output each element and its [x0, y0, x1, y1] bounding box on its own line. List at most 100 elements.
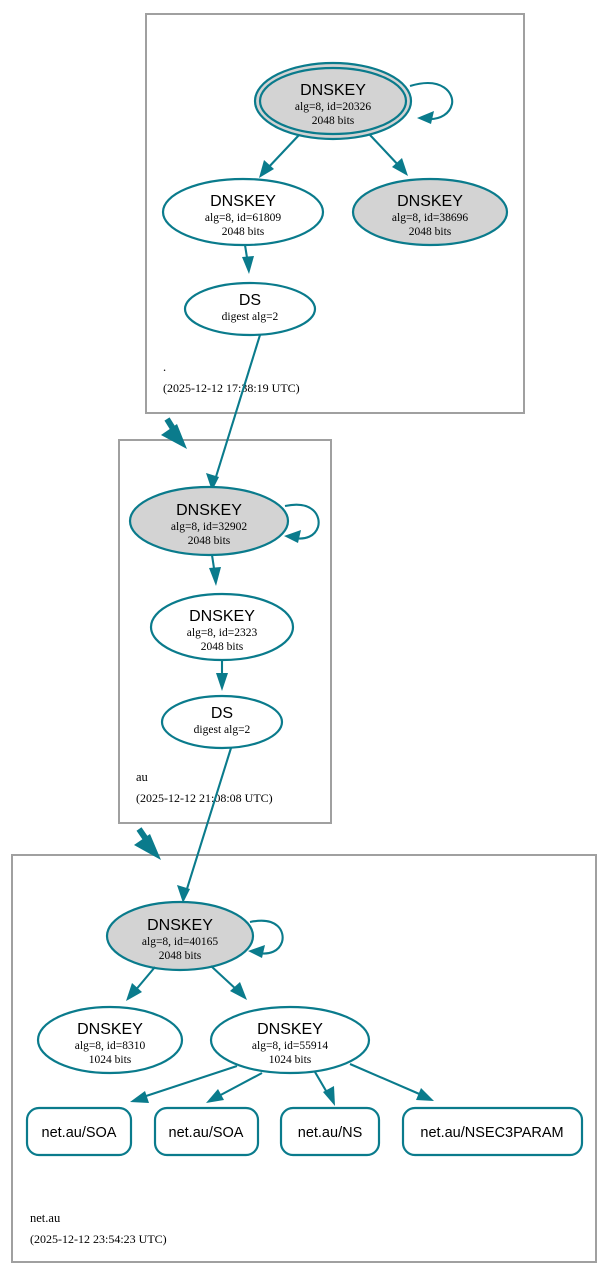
node-detail-1: alg=8, id=40165 — [142, 936, 218, 948]
node-detail-2: 2048 bits — [201, 641, 244, 653]
zone-label-netau: net.au — [30, 1211, 61, 1225]
node-shape — [161, 177, 325, 247]
node-detail-1: alg=8, id=61809 — [205, 212, 281, 224]
zone-box-au: au (2025-12-12 21:08:08 UTC) — [118, 439, 332, 824]
node-title: DNSKEY — [77, 1021, 143, 1038]
arrowhead-icon — [126, 983, 142, 1001]
node-detail-2: 2048 bits — [188, 535, 231, 547]
node-detail-2: 2048 bits — [409, 226, 452, 238]
arrowhead-icon — [259, 160, 274, 178]
node-title: DNSKEY — [210, 193, 276, 210]
edge-root-61809-to-ds — [242, 244, 254, 274]
zone-timestamp-root: (2025-12-12 17:38:19 UTC) — [163, 381, 300, 395]
delegation-arrow-au-to-netau — [134, 827, 161, 860]
edge-au-ds-to-netau-ksk — [177, 747, 233, 903]
arrowhead-icon — [206, 473, 219, 491]
rrset-node-soa-1[interactable]: net.au/SOA — [25, 1106, 133, 1157]
edge-55914-to-nsec3param — [349, 1063, 434, 1101]
arrowhead-icon — [416, 1088, 434, 1101]
node-dnskey-38696[interactable]: DNSKEY alg=8, id=38696 2048 bits — [351, 177, 509, 247]
node-detail-2: 1024 bits — [269, 1054, 312, 1066]
node-detail-1: alg=8, id=32902 — [171, 521, 247, 533]
node-detail-1: alg=8, id=20326 — [295, 101, 371, 113]
node-detail-1: digest alg=2 — [194, 724, 251, 736]
node-shape — [128, 485, 290, 557]
node-detail-2: 2048 bits — [312, 115, 355, 127]
arrowhead-icon — [130, 1091, 149, 1103]
node-detail-1: alg=8, id=8310 — [75, 1040, 146, 1052]
arrowhead-icon — [161, 424, 187, 449]
node-dnskey-2323[interactable]: DNSKEY alg=8, id=2323 2048 bits — [149, 592, 295, 662]
node-title: DNSKEY — [147, 917, 213, 934]
rrset-shape — [401, 1106, 584, 1157]
node-title: DNSKEY — [257, 1021, 323, 1038]
arrowhead-icon — [417, 111, 434, 124]
edge-au-ksk-self-sign — [284, 503, 320, 543]
rrset-node-soa-2[interactable]: net.au/SOA — [153, 1106, 260, 1157]
edge-root-ksk-self-sign — [409, 82, 454, 124]
edge-au-2323-to-ds — [216, 660, 228, 691]
arrowhead-icon — [248, 945, 265, 958]
node-shape — [36, 1005, 184, 1075]
node-dnskey-55914[interactable]: DNSKEY alg=8, id=55914 1024 bits — [209, 1005, 371, 1075]
node-dnskey-40165[interactable]: DNSKEY alg=8, id=40165 2048 bits — [105, 900, 255, 972]
node-detail-2: 1024 bits — [89, 1054, 132, 1066]
rrset-shape — [25, 1106, 133, 1157]
node-shape — [209, 1005, 371, 1075]
edge-55914-to-soa-2 — [206, 1072, 263, 1103]
node-dnskey-32902[interactable]: DNSKEY alg=8, id=32902 2048 bits — [128, 485, 290, 557]
zone-box-netau: net.au (2025-12-12 23:54:23 UTC) — [11, 854, 597, 1263]
arrowhead-icon — [216, 673, 228, 691]
edge-root-ksk-to-38696 — [369, 134, 408, 176]
node-detail-1: alg=8, id=2323 — [187, 627, 258, 639]
arrowhead-icon — [206, 1089, 224, 1103]
zone-label-au: au — [136, 770, 149, 784]
edge-netau-ksk-to-8310 — [126, 966, 156, 1001]
zone-label-root: . — [163, 360, 166, 374]
node-dnskey-8310[interactable]: DNSKEY alg=8, id=8310 1024 bits — [36, 1005, 184, 1075]
arrowhead-icon — [230, 982, 247, 1000]
rrset-shape — [279, 1106, 381, 1157]
arrowhead-icon — [134, 834, 161, 860]
arrowhead-icon — [177, 885, 190, 903]
zone-border-netau — [11, 854, 597, 1263]
zone-border-root — [145, 13, 525, 414]
node-detail-2: 2048 bits — [159, 950, 202, 962]
zone-timestamp-netau: (2025-12-12 23:54:23 UTC) — [30, 1232, 167, 1246]
rrset-shape — [153, 1106, 260, 1157]
rrset-node-nsec3param[interactable]: net.au/NSEC3PARAM — [401, 1106, 584, 1157]
arrowhead-icon — [209, 567, 221, 586]
node-detail-1: alg=8, id=38696 — [392, 212, 468, 224]
zone-border-au — [118, 439, 332, 824]
node-dnskey-20326[interactable]: DNSKEY alg=8, id=20326 2048 bits — [253, 61, 413, 141]
node-title: DNSKEY — [397, 193, 463, 210]
rrset-label: net.au/SOA — [169, 1125, 244, 1141]
rrset-node-ns[interactable]: net.au/NS — [279, 1106, 381, 1157]
node-title: DNSKEY — [176, 502, 242, 519]
node-ds-au[interactable]: DS digest alg=2 — [160, 694, 284, 750]
node-shape — [183, 281, 317, 337]
node-title: DS — [239, 292, 261, 309]
node-inner-ring — [258, 66, 408, 136]
node-title: DNSKEY — [300, 82, 366, 99]
edge-au-ksk-to-2323 — [209, 554, 221, 586]
node-dnskey-61809[interactable]: DNSKEY alg=8, id=61809 2048 bits — [161, 177, 325, 247]
node-shape — [160, 694, 284, 750]
edge-netau-ksk-to-55914 — [210, 965, 247, 1000]
node-ds-root[interactable]: DS digest alg=2 — [183, 281, 317, 337]
edge-root-ds-to-au-ksk — [206, 334, 262, 491]
node-detail-2: 2048 bits — [222, 226, 265, 238]
node-detail-1: alg=8, id=55914 — [252, 1040, 328, 1052]
delegation-arrow-root-to-au — [161, 417, 187, 449]
edge-55914-to-ns — [314, 1071, 335, 1106]
node-detail-1: digest alg=2 — [222, 311, 279, 323]
arrowhead-icon — [323, 1086, 335, 1106]
edge-root-ksk-to-61809 — [259, 134, 300, 178]
zone-timestamp-au: (2025-12-12 21:08:08 UTC) — [136, 791, 273, 805]
rrset-label: net.au/NSEC3PARAM — [420, 1125, 563, 1141]
node-shape — [105, 900, 255, 972]
arrowhead-icon — [242, 256, 254, 274]
arrowhead-icon — [284, 530, 301, 543]
node-shape — [351, 177, 509, 247]
